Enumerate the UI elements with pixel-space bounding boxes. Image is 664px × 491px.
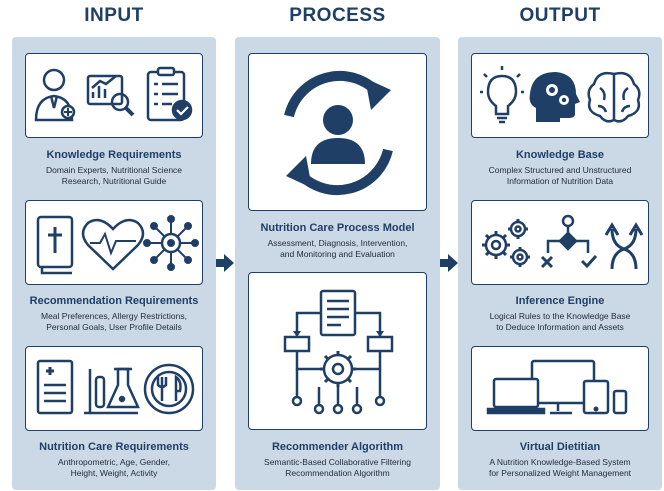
knowledge-requirements-desc-2: Research, Nutritional Guide [61,176,167,186]
output-column-title: OUTPUT [519,5,601,26]
virtual-dietitian-title: Virtual Dietitian [519,441,601,453]
medical-report-icon [36,359,74,415]
nutrition-care-process-card [248,53,427,211]
swap-arrows-icon [604,222,644,270]
network-node-icon [143,215,199,271]
knowledge-requirements-title: Knowledge Requirements [46,149,182,161]
doctor-icon [34,68,76,122]
gear-icon [320,351,356,387]
nutrition-care-requirements-desc-1: Anthropometric, Age, Gender, [58,457,170,467]
person-cycle-icon [284,70,393,196]
lab-flask-icon [84,367,140,415]
virtual-dietitian-desc-1: A Nutrition Knowledge-Based System [489,457,631,467]
recommender-algorithm-desc-1: Semantic-Based Collaborative Filtering [264,457,411,467]
input-column-title: INPUT [84,5,144,26]
recommender-algorithm-title: Recommender Algorithm [271,441,403,453]
nutrition-care-requirements-title: Nutrition Care Requirements [39,441,189,453]
virtual-dietitian-card [471,346,649,431]
recommender-algorithm-desc-2: Recommendation Algorithm [285,468,390,478]
recommendation-requirements-desc-1: Meal Preferences, Allergy Restrictions, [41,311,187,321]
nutrition-care-process-desc-2: and Monitoring and Evaluation [280,249,395,259]
nutrition-care-requirements-card [25,346,203,431]
gears-icon [482,219,530,267]
checklist-icon [146,66,193,122]
input-to-process-arrow [216,254,234,272]
nutrition-care-requirements-desc-2: Height, Weight, Activity [70,468,158,478]
knowledge-requirements-card [25,53,203,138]
recommender-algorithm-card [248,272,427,430]
analytics-magnifier-icon [86,74,135,117]
knowledge-requirements-desc-1: Domain Experts, Nutritional Science [45,165,183,175]
process-to-output-arrow [440,254,458,272]
nutrition-care-process-title: Nutrition Care Process Model [260,222,415,234]
process-column-title: PROCESS [289,5,386,26]
nutrition-care-process-desc-1: Assessment, Diagnosis, Intervention, [267,238,408,248]
inference-engine-card [471,200,649,285]
decision-tree-icon [540,214,598,269]
inference-engine-title: Inference Engine [515,295,605,307]
lightbulb-icon [480,66,524,124]
knowledge-base-title: Knowledge Base [515,149,605,161]
recommendation-requirements-desc-2: Personal Goals, User Profile Details [46,322,182,332]
heart-pulse-icon [81,218,145,271]
knowledge-base-desc-2: Information of Nutrition Data [506,176,614,186]
brain-icon [587,71,641,123]
knowledge-base-card [471,53,649,138]
recommendation-requirements-title: Recommendation Requirements [29,295,199,307]
knowledge-base-desc-1: Complex Structured and Unstructured [488,165,632,175]
bible-icon [36,215,74,275]
plate-cutlery-icon [143,363,195,415]
recommendation-requirements-card [25,200,203,285]
head-gears-icon [529,72,580,122]
algorithm-flow-icon [283,289,394,415]
inference-engine-desc-2: to Deduce Information and Assets [496,322,624,332]
devices-icon [486,359,628,415]
virtual-dietitian-desc-2: for Personalized Weight Management [488,468,632,478]
inference-engine-desc-1: Logical Rules to the Knowledge Base [489,311,631,321]
